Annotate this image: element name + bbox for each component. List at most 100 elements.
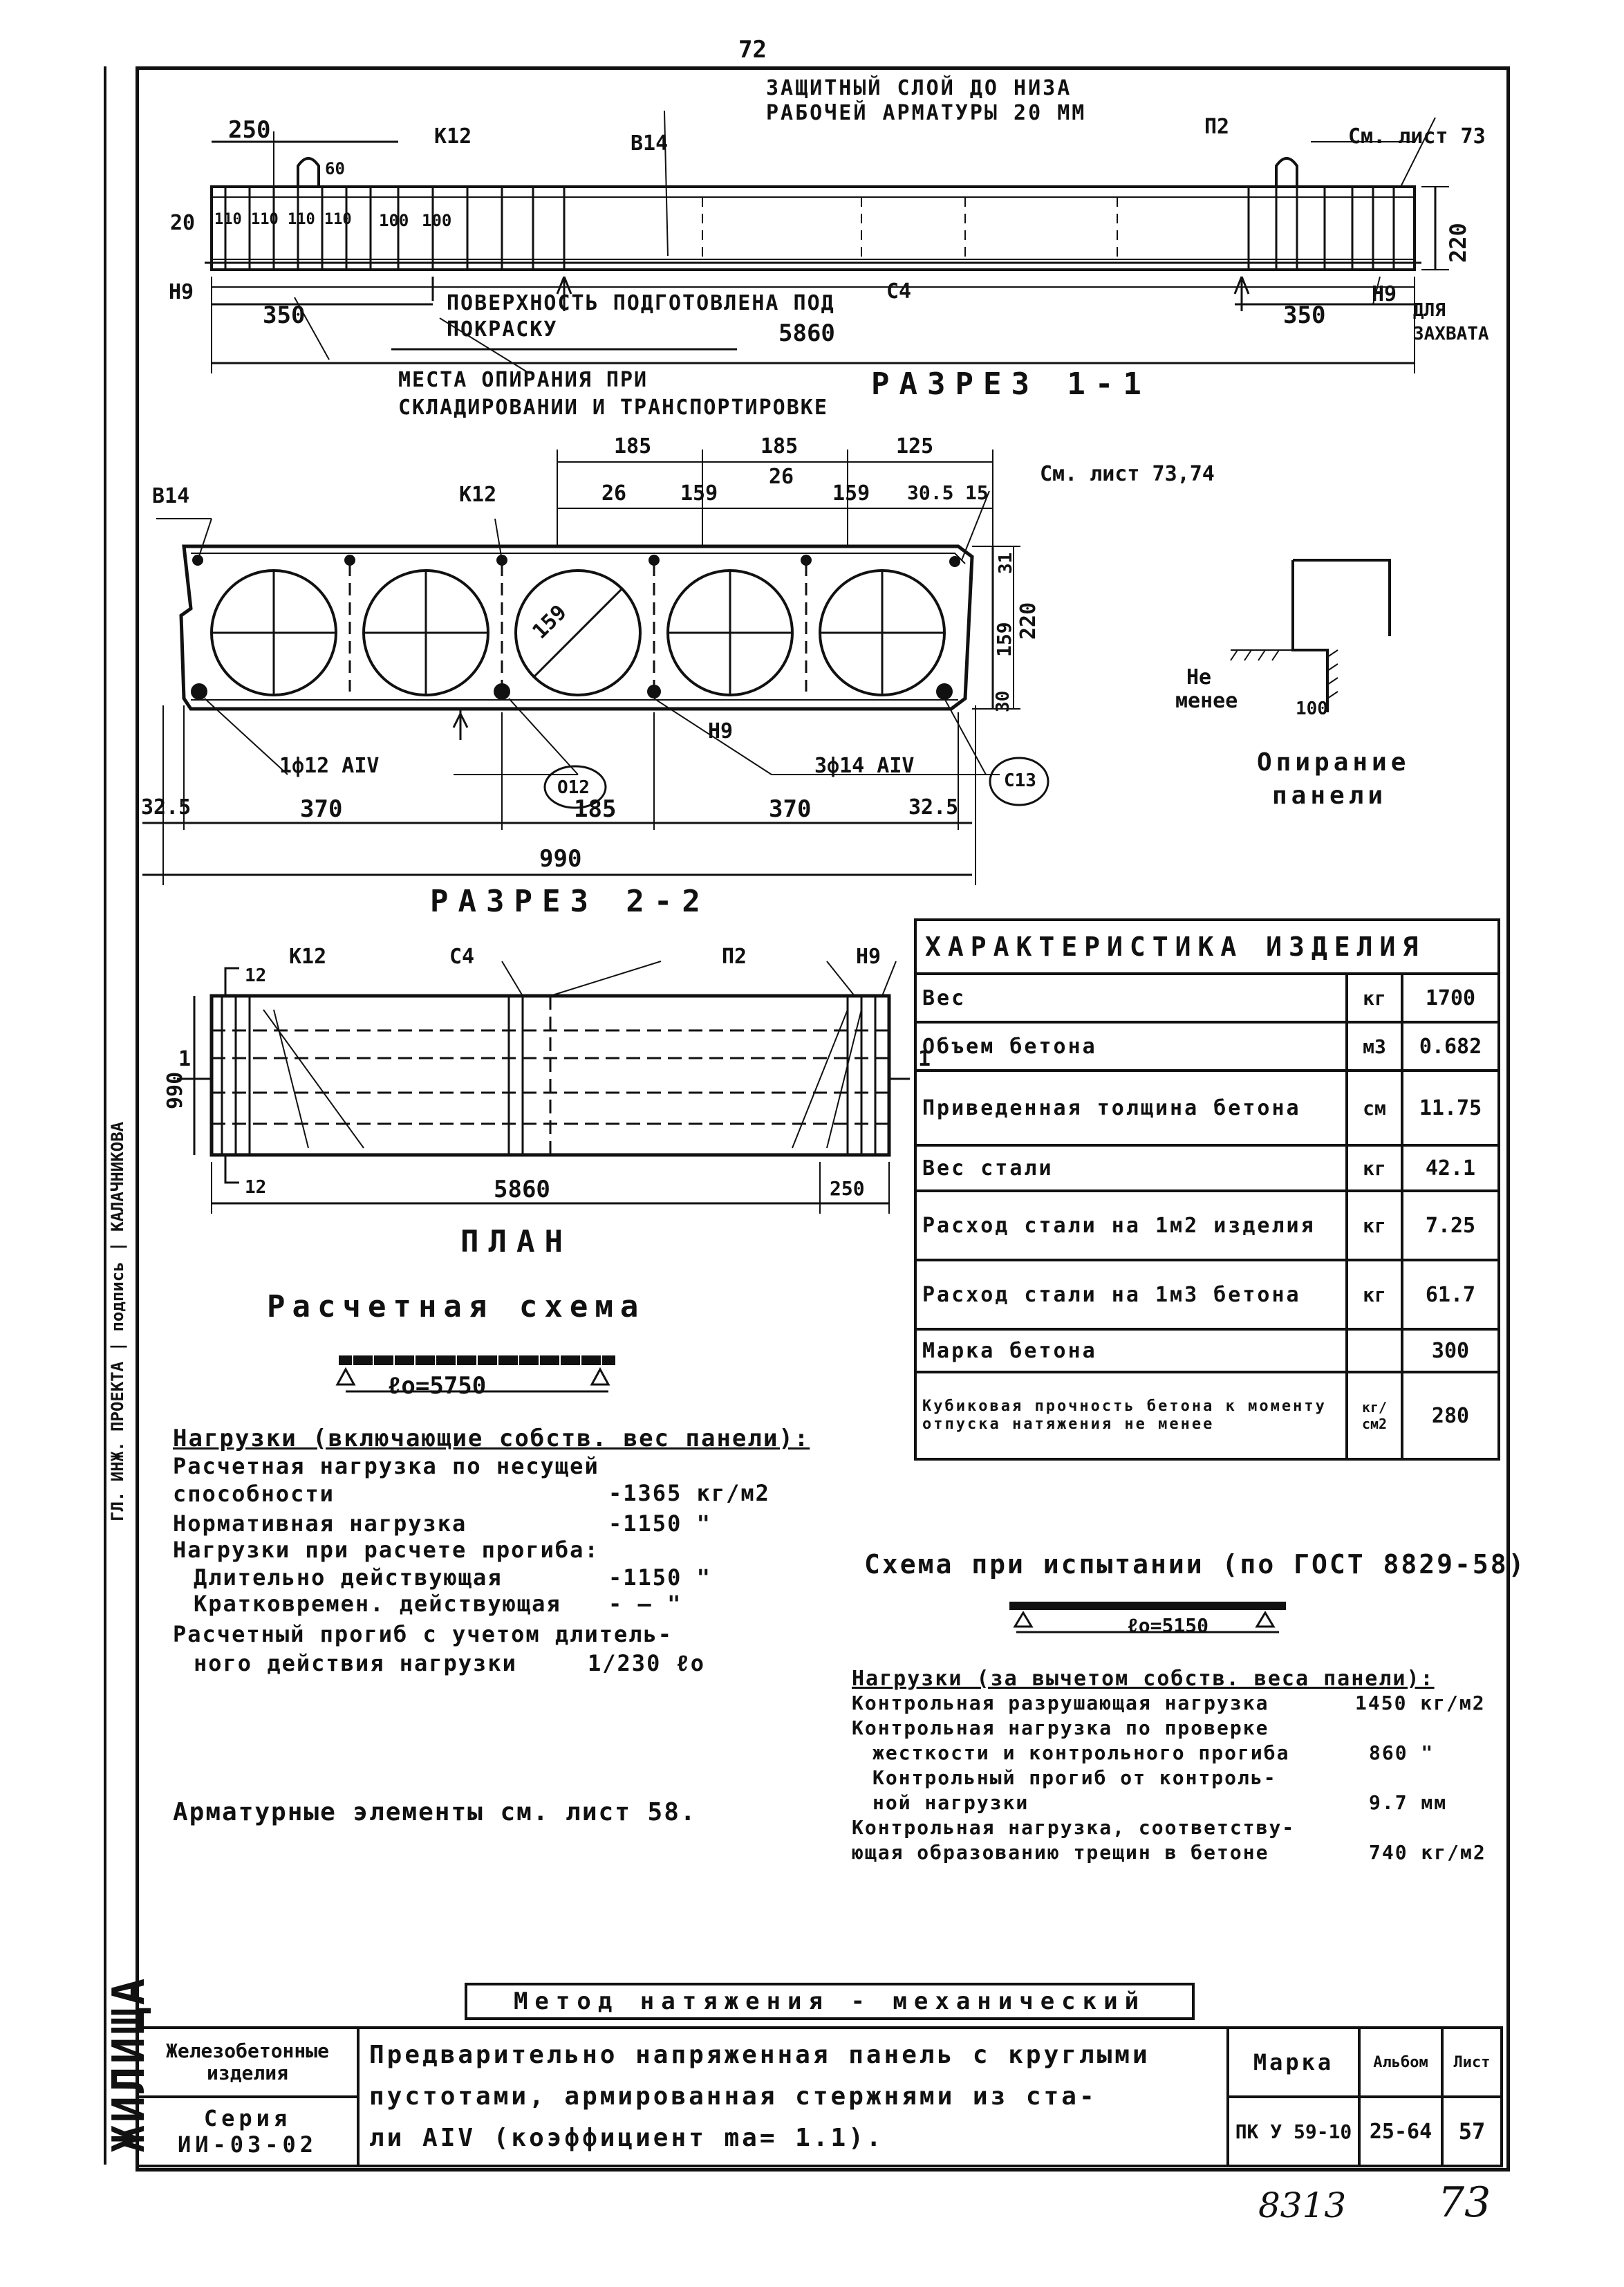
row-value: 1700 bbox=[1401, 972, 1500, 1024]
title-sheet-label: Лист bbox=[1441, 2026, 1503, 2098]
s11-label-k12: К12 bbox=[434, 124, 472, 149]
s22-dim-26b: 26 bbox=[769, 465, 794, 489]
title-series: Серия ИИ-03-02 bbox=[136, 2095, 360, 2167]
s11-dim-220: 220 bbox=[1445, 223, 1471, 263]
calc-line-label: Расчетная нагрузка по несущей способност… bbox=[173, 1453, 599, 1507]
title-category: Железобетонные изделия bbox=[136, 2026, 360, 2098]
test-loads-heading: Нагрузки (за вычетом собств. веса панели… bbox=[852, 1667, 1435, 1691]
side-stamp-big: ЖИЛИЩА bbox=[104, 1975, 155, 2152]
calc-line-label: Длительно действующая bbox=[194, 1564, 503, 1591]
s22-dim-325a: 32.5 bbox=[141, 795, 192, 820]
s11-dim-350-left: 350 bbox=[263, 302, 306, 329]
test-line-value: 1450 кг/м2 bbox=[1355, 1692, 1486, 1714]
s22-dim-125: 125 bbox=[896, 434, 934, 459]
s11-note-grip: ДЛЯ ЗАХВАТА bbox=[1413, 300, 1489, 344]
category-line-2: изделия bbox=[206, 2062, 288, 2084]
row-unit: кг bbox=[1345, 972, 1403, 1024]
s11-dim-60: 60 bbox=[325, 159, 345, 178]
table-row: Вес стали кг 42.1 bbox=[914, 1144, 1500, 1192]
support-label-2: менее bbox=[1175, 689, 1238, 713]
table-row: Приведенная толщина бетона см 11.75 bbox=[914, 1069, 1500, 1147]
page-number-top: 72 bbox=[738, 36, 767, 64]
test-line-label: ной нагрузки bbox=[872, 1791, 1029, 1814]
side-stamp-small: ГЛ. ИНЖ. ПРОЕКТА | подпись | КАЛАЧНИКОВА bbox=[108, 1122, 127, 1521]
s22-side-159: 159 bbox=[993, 622, 1016, 657]
table-row: Кубиковая прочность бетона к моменту отп… bbox=[914, 1371, 1500, 1461]
table-row: Объем бетона м3 0.682 bbox=[914, 1021, 1500, 1072]
calc-line-value: -1150 " bbox=[608, 1564, 711, 1591]
row-value: 7.25 bbox=[1401, 1189, 1500, 1261]
plan-label-n9: Н9 bbox=[856, 945, 881, 969]
support-detail-drawing bbox=[1230, 559, 1391, 712]
row-name: Расход стали на 1м2 изделия bbox=[914, 1189, 1348, 1261]
s11-note-cover: ЗАЩИТНЫЙ СЛОЙ ДО НИЗА РАБОЧЕЙ АРМАТУРЫ 2… bbox=[766, 76, 1087, 125]
title-description: Предварительно напряженная панель с круг… bbox=[357, 2026, 1229, 2167]
s22-dim-370b: 370 bbox=[769, 795, 812, 823]
test-scheme-title: Схема при испытании (по ГОСТ 8829-58) bbox=[864, 1549, 1527, 1580]
s11-spacing: 110 110 110 110 bbox=[214, 211, 352, 228]
calc-deflection-1: Расчетный прогиб с учетом длитель- bbox=[173, 1621, 673, 1647]
s11-label-n9-left: Н9 bbox=[169, 280, 194, 304]
s22-dim-305: 30.5 bbox=[907, 481, 954, 504]
s22-dim-15: 15 bbox=[965, 481, 989, 504]
s22-dim-159b: 159 bbox=[832, 481, 870, 506]
row-unit: кг bbox=[1345, 1189, 1403, 1261]
series-value: ИИ-03-02 bbox=[177, 2131, 318, 2158]
frame-left-strip bbox=[104, 66, 138, 2165]
calc-scheme-title: Расчетная схема bbox=[267, 1289, 646, 1324]
s22-dim-159a: 159 bbox=[680, 481, 718, 506]
plan-title: ПЛАН bbox=[460, 1224, 572, 1259]
table-row: Расход стали на 1м3 бетона кг 61.7 bbox=[914, 1259, 1500, 1331]
row-name: Приведенная толщина бетона bbox=[914, 1069, 1348, 1147]
test-scheme-beam bbox=[1009, 1602, 1286, 1633]
title-sheet-value: 57 bbox=[1441, 2095, 1503, 2167]
characteristics-table: ХАРАКТЕРИСТИКА ИЗДЕЛИЯ Вес кг 1700 Объем… bbox=[914, 918, 1500, 1461]
plan-dim-250: 250 bbox=[830, 1177, 865, 1200]
plan-mark-11-left: 1 bbox=[178, 1047, 192, 1071]
calc-line-label: Нагрузки при расчете прогиба: bbox=[173, 1537, 599, 1563]
footer-number-2: 73 bbox=[1438, 2178, 1491, 2227]
series-label: Серия bbox=[203, 2105, 292, 2131]
s22-dim-990: 990 bbox=[539, 845, 582, 873]
title-mark-value: ПК У 59-10 bbox=[1226, 2095, 1361, 2167]
test-line-label: ющая образованию трещин в бетоне bbox=[852, 1841, 1269, 1864]
support-label-1: Не bbox=[1186, 665, 1212, 689]
s11-dim-20: 20 bbox=[170, 211, 196, 235]
s22-side-30: 30 bbox=[993, 690, 1014, 712]
s22-label-k12: К12 bbox=[459, 483, 497, 507]
s11-title: РАЗРЕЗ 1-1 bbox=[871, 367, 1151, 402]
description-line-3: ли АIV (коэффициент mа= 1.1). bbox=[369, 2124, 884, 2152]
row-name: Кубиковая прочность бетона к моменту отп… bbox=[914, 1371, 1348, 1461]
calc-line-value: - — " bbox=[608, 1591, 682, 1617]
row-unit: кг/см2 bbox=[1345, 1371, 1403, 1461]
s22-dim-185a: 185 bbox=[614, 434, 652, 459]
s11-dim-350-right: 350 bbox=[1283, 302, 1326, 329]
title-mark-label: Марка bbox=[1226, 2026, 1361, 2098]
row-unit bbox=[1345, 1328, 1403, 1373]
calc-scheme-beam bbox=[335, 1355, 615, 1393]
row-value: 300 bbox=[1401, 1328, 1500, 1373]
plan-mark-12-bottom: 12 bbox=[245, 1177, 267, 1198]
row-name: Вес стали bbox=[914, 1144, 1348, 1192]
s22-dim-370a: 370 bbox=[300, 795, 343, 823]
s11-dim-5860: 5860 bbox=[778, 320, 835, 347]
s11-note-surface: ПОВЕРХНОСТЬ ПОДГОТОВЛЕНА ПОД ПОКРАСКУ bbox=[447, 291, 835, 342]
support-caption-2: панели bbox=[1272, 781, 1388, 810]
row-name: Вес bbox=[914, 972, 1348, 1024]
calc-deflection-value: 1/230 ℓо bbox=[588, 1650, 706, 1676]
plan-mark-12-top: 12 bbox=[245, 965, 267, 986]
s22-bar1: 1ф12 АIV bbox=[279, 754, 380, 778]
calc-line-label: Нормативная нагрузка bbox=[173, 1510, 467, 1537]
s22-dim-26a: 26 bbox=[601, 481, 627, 506]
row-value: 42.1 bbox=[1401, 1144, 1500, 1192]
s11-label-v14: В14 bbox=[631, 131, 669, 156]
s11-label-p2: П2 bbox=[1204, 115, 1230, 139]
footer-number-1: 8313 bbox=[1258, 2185, 1347, 2225]
description-line-2: пустотами, армированная стержнями из ста… bbox=[369, 2082, 1097, 2111]
s22-side-31: 31 bbox=[996, 552, 1016, 574]
row-value: 0.682 bbox=[1401, 1021, 1500, 1072]
s22-title: РАЗРЕЗ 2-2 bbox=[430, 884, 710, 919]
calc-line-value: -1150 " bbox=[608, 1510, 711, 1537]
row-value: 61.7 bbox=[1401, 1259, 1500, 1331]
row-value: 11.75 bbox=[1401, 1069, 1500, 1147]
